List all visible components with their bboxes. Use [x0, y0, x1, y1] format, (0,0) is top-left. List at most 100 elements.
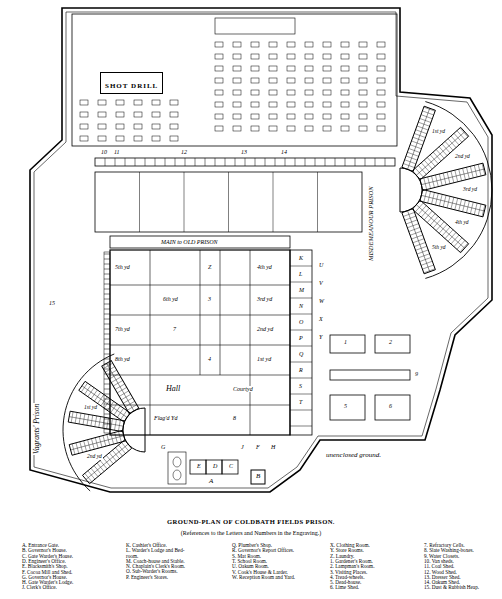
cell-wall — [103, 458, 110, 466]
drill-mark — [170, 124, 178, 129]
room-wall — [290, 266, 312, 267]
cell-wall — [104, 369, 110, 370]
cell-wall — [418, 254, 429, 258]
plan-label: D — [212, 463, 218, 469]
cell-wall — [406, 220, 417, 224]
cell-wall — [443, 195, 446, 207]
drill-mark — [134, 100, 142, 105]
cell-wall — [478, 204, 481, 216]
drill-mark — [98, 124, 106, 129]
drill-mark — [152, 100, 160, 105]
plan-label: Vagrants' Prison — [33, 403, 41, 455]
room-wall — [290, 314, 312, 315]
wing-corridor — [69, 417, 123, 427]
plan-label: U — [318, 262, 324, 268]
cell-wall — [405, 216, 416, 220]
cell-wall — [416, 130, 427, 134]
cell-wall — [106, 455, 113, 463]
cell-wall — [482, 163, 485, 175]
plan-label: G — [160, 444, 166, 450]
cell-wall — [103, 417, 105, 428]
cell-wing — [102, 361, 139, 414]
cell-wall — [424, 190, 427, 202]
old-prison-strip — [110, 236, 290, 248]
cell-wall — [459, 169, 462, 181]
cell-wall — [114, 406, 120, 415]
shed-division — [155, 158, 156, 166]
drill-mark — [251, 78, 259, 83]
plan-label: 5th yd — [431, 245, 447, 251]
cell-wall — [405, 160, 416, 164]
cell-wall — [104, 274, 110, 275]
cell-wall — [427, 214, 435, 223]
drill-mark — [269, 54, 277, 59]
drill-mark — [359, 54, 367, 59]
wing-corridor — [421, 195, 484, 211]
plan-label: Y — [318, 334, 323, 340]
cell-wall — [103, 363, 113, 369]
drill-mark — [134, 136, 142, 141]
cell-wall — [442, 144, 450, 153]
cell-wall — [410, 231, 421, 235]
plan-label: 3rd yd — [462, 187, 478, 193]
cell-wall — [422, 111, 433, 115]
drill-mark — [287, 42, 295, 47]
cell-wall — [118, 431, 121, 442]
cell-wall — [460, 243, 468, 252]
shed-division — [315, 158, 316, 166]
cell-wall — [111, 377, 121, 383]
entrance-building — [222, 460, 238, 474]
drill-mark — [323, 78, 331, 83]
cell-wall — [123, 398, 133, 404]
cell-wall — [410, 145, 421, 149]
misdemeanour-wings — [402, 106, 486, 274]
drill-mark — [134, 112, 142, 117]
cell-wall — [115, 448, 122, 456]
office-strip — [290, 250, 312, 435]
cell-wall — [424, 107, 435, 111]
room-wall — [290, 410, 312, 411]
cell-wall — [427, 157, 435, 166]
cell-wall — [451, 136, 459, 145]
cell-wall — [118, 445, 125, 453]
wing-outline — [68, 411, 124, 431]
drill-mark — [170, 100, 178, 105]
cell-wall — [433, 152, 441, 161]
carriage-sweep — [173, 457, 181, 467]
wing-outline — [402, 209, 436, 274]
cell-wall — [432, 176, 435, 188]
drill-mark — [251, 90, 259, 95]
cell-wall — [81, 383, 87, 392]
drill-mark — [323, 66, 331, 71]
drill-mark — [287, 126, 295, 131]
cell-wall — [428, 177, 431, 189]
cell-wall — [117, 387, 127, 393]
cell-wall — [115, 432, 118, 443]
plan-label: Q — [298, 351, 304, 357]
forecourt — [168, 452, 186, 484]
plan-label: O — [298, 319, 304, 325]
shed — [330, 335, 365, 353]
drill-mark — [323, 42, 331, 47]
cell-wall — [104, 284, 110, 285]
plan-label: Flag'd Yd — [153, 415, 178, 421]
yard-wall — [228, 172, 229, 232]
drill-mark — [269, 42, 277, 47]
drill-mark — [377, 54, 385, 59]
cell-wall — [104, 304, 110, 305]
drill-mark — [98, 136, 106, 141]
drill-mark — [251, 54, 259, 59]
shed-division — [305, 158, 306, 166]
cell-wall — [104, 264, 110, 265]
cell-wall — [448, 139, 456, 148]
cell-wall — [94, 466, 101, 474]
cell-wall — [418, 165, 426, 174]
cell-wall — [104, 269, 110, 270]
plan-label: 4th yd — [256, 264, 273, 270]
shed-division — [235, 158, 236, 166]
area-label-box: SHOT DRILL — [100, 72, 163, 94]
cell-wall — [115, 419, 117, 430]
shed-division — [295, 158, 296, 166]
cell-wall — [443, 173, 446, 185]
drill-mark — [251, 66, 259, 71]
